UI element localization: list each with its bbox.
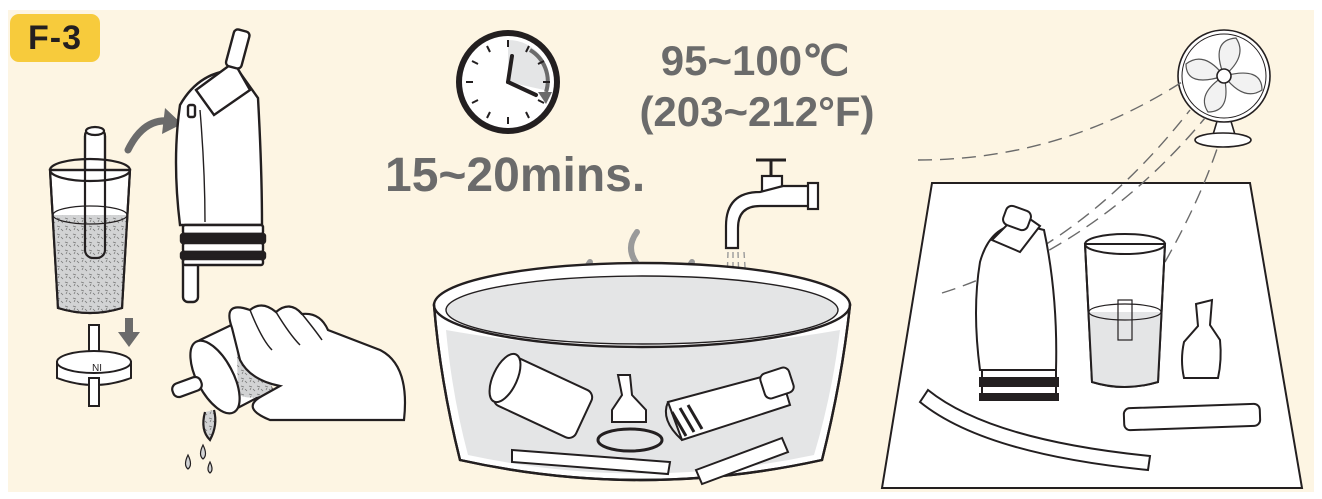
filter-marking-label: IN xyxy=(92,361,102,372)
duration-label: 15~20mins. xyxy=(385,148,645,203)
temperature-celsius-label: 95~100℃ xyxy=(640,36,870,85)
clock-icon xyxy=(456,30,560,134)
step-badge: F-3 xyxy=(10,14,100,62)
temperature-fahrenheit-label: (203~212°F) xyxy=(632,88,882,136)
boiling-pot xyxy=(434,263,850,484)
drying-cup xyxy=(1085,234,1165,387)
